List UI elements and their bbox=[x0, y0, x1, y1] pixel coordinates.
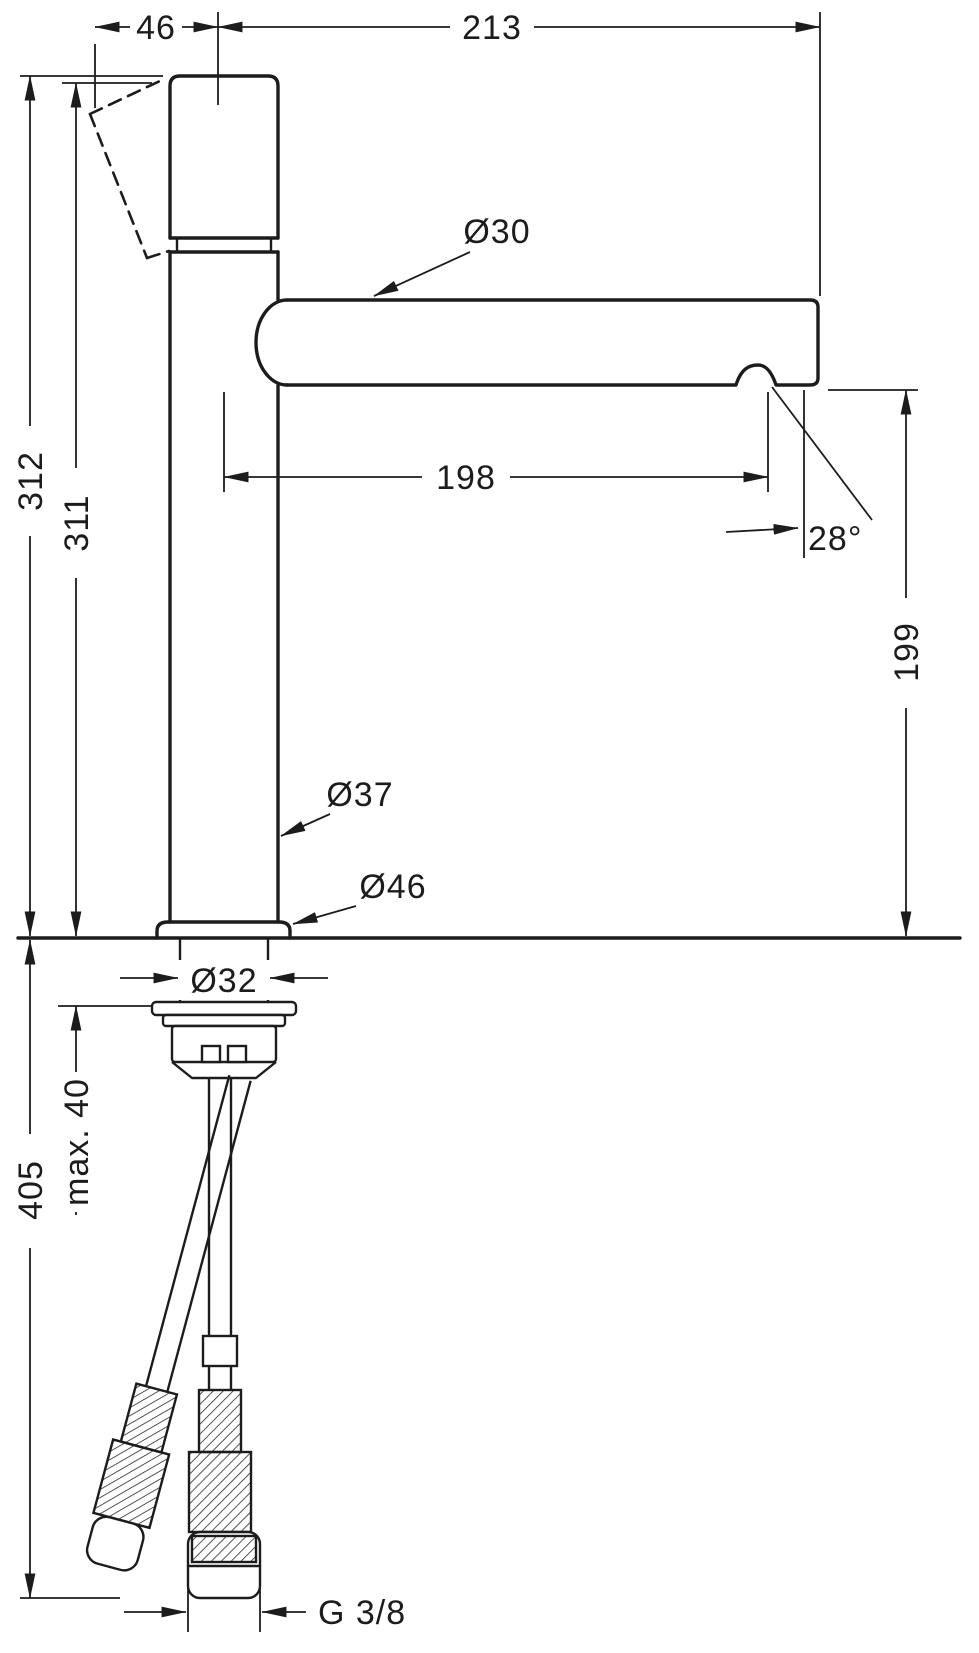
spout-tube-diameter-label: Ø30 bbox=[463, 213, 530, 251]
connection-thread-label: G 3/8 bbox=[318, 1594, 406, 1632]
dimension-tail-diameter: Ø32 bbox=[120, 960, 328, 1000]
dimension-overall-width: 213 bbox=[217, 8, 821, 296]
spout-reach-dim-label: 198 bbox=[436, 459, 496, 497]
hose-angled-end-fitting bbox=[85, 1515, 145, 1572]
height-total-dim-label: 312 bbox=[12, 451, 50, 511]
dimension-max-counter-thickness: max. 40 bbox=[56, 1005, 152, 1215]
dimension-spray-angle: 28° bbox=[725, 386, 873, 558]
hose-angled-nut bbox=[91, 1438, 171, 1530]
nut-taper bbox=[171, 1061, 277, 1080]
body-diameter-label: Ø37 bbox=[326, 776, 393, 814]
label-mask bbox=[178, 960, 270, 1000]
dashed-handle-bottom-edge bbox=[145, 249, 171, 260]
dimension-spout-tube-diameter: Ø30 bbox=[373, 213, 530, 297]
label-mask bbox=[10, 426, 50, 536]
leader-arrow bbox=[292, 905, 357, 925]
mounting-hardware bbox=[150, 938, 298, 1080]
spray-angle-label: 28° bbox=[808, 520, 862, 558]
mounting-nut bbox=[170, 1024, 278, 1064]
angle-leader-arrow bbox=[725, 523, 799, 535]
spout-tube-with-aerator-notch bbox=[285, 298, 820, 387]
dimension-hose-drop: 405 bbox=[10, 939, 120, 1599]
angle-slanted-line bbox=[771, 386, 873, 521]
lock-washer bbox=[161, 1013, 287, 1028]
handle-groove-inset bbox=[175, 238, 273, 252]
hose-angled-crimp bbox=[119, 1382, 179, 1454]
base-flange bbox=[155, 920, 292, 940]
hose-straight-crimp bbox=[197, 1388, 243, 1454]
hose-drop-dim-label: 405 bbox=[12, 1160, 50, 1220]
dimension-spout-reach: 198 bbox=[223, 392, 769, 497]
dimension-base-diameter: Ø46 bbox=[292, 868, 426, 925]
nut-slot-right bbox=[226, 1044, 248, 1064]
label-mask bbox=[56, 1072, 96, 1212]
handle-outline bbox=[168, 74, 280, 240]
dimension-height-total: 312 bbox=[10, 75, 163, 937]
leader-arrow bbox=[280, 813, 331, 837]
tail-diameter-label: Ø32 bbox=[190, 962, 257, 1000]
dimension-height-body: 311 bbox=[56, 82, 152, 937]
label-mask bbox=[886, 598, 926, 708]
hose-straight-end-knurl bbox=[190, 1534, 258, 1564]
max-counter-thickness-label: max. 40 bbox=[58, 1078, 96, 1206]
spout bbox=[254, 298, 820, 387]
handle-offset-dim-label: 46 bbox=[136, 9, 176, 47]
hose-straight-nut bbox=[187, 1450, 253, 1534]
nut-slot-left bbox=[200, 1044, 222, 1064]
dimension-handle-offset: 46 bbox=[94, 8, 219, 108]
leader-arrow bbox=[373, 251, 471, 297]
dashed-handle-left-edge bbox=[88, 112, 149, 260]
dimension-body-diameter: Ø37 bbox=[280, 776, 393, 837]
height-body-dim-label: 311 bbox=[58, 494, 96, 551]
label-mask bbox=[422, 458, 510, 496]
label-mask bbox=[130, 8, 182, 46]
spout-left-cap bbox=[254, 298, 289, 387]
mounting-washer bbox=[150, 1000, 298, 1017]
dashed-handle-position bbox=[88, 78, 171, 260]
dimension-connection-thread: G 3/8 bbox=[124, 1566, 406, 1632]
label-mask bbox=[56, 468, 96, 578]
faucet-body bbox=[155, 74, 292, 940]
base-diameter-label: Ø46 bbox=[359, 868, 426, 906]
supply-hose-straight bbox=[186, 1078, 262, 1600]
supply-hose-angled bbox=[85, 1074, 252, 1572]
dashed-handle-top-edge bbox=[88, 78, 164, 116]
label-mask bbox=[450, 8, 534, 46]
overall-width-dim-label: 213 bbox=[462, 9, 522, 47]
hose-straight-sleeve bbox=[201, 1334, 239, 1368]
dimension-spout-clearance: 199 bbox=[828, 389, 926, 937]
label-mask bbox=[10, 1134, 50, 1248]
spout-clearance-dim-label: 199 bbox=[888, 622, 926, 682]
